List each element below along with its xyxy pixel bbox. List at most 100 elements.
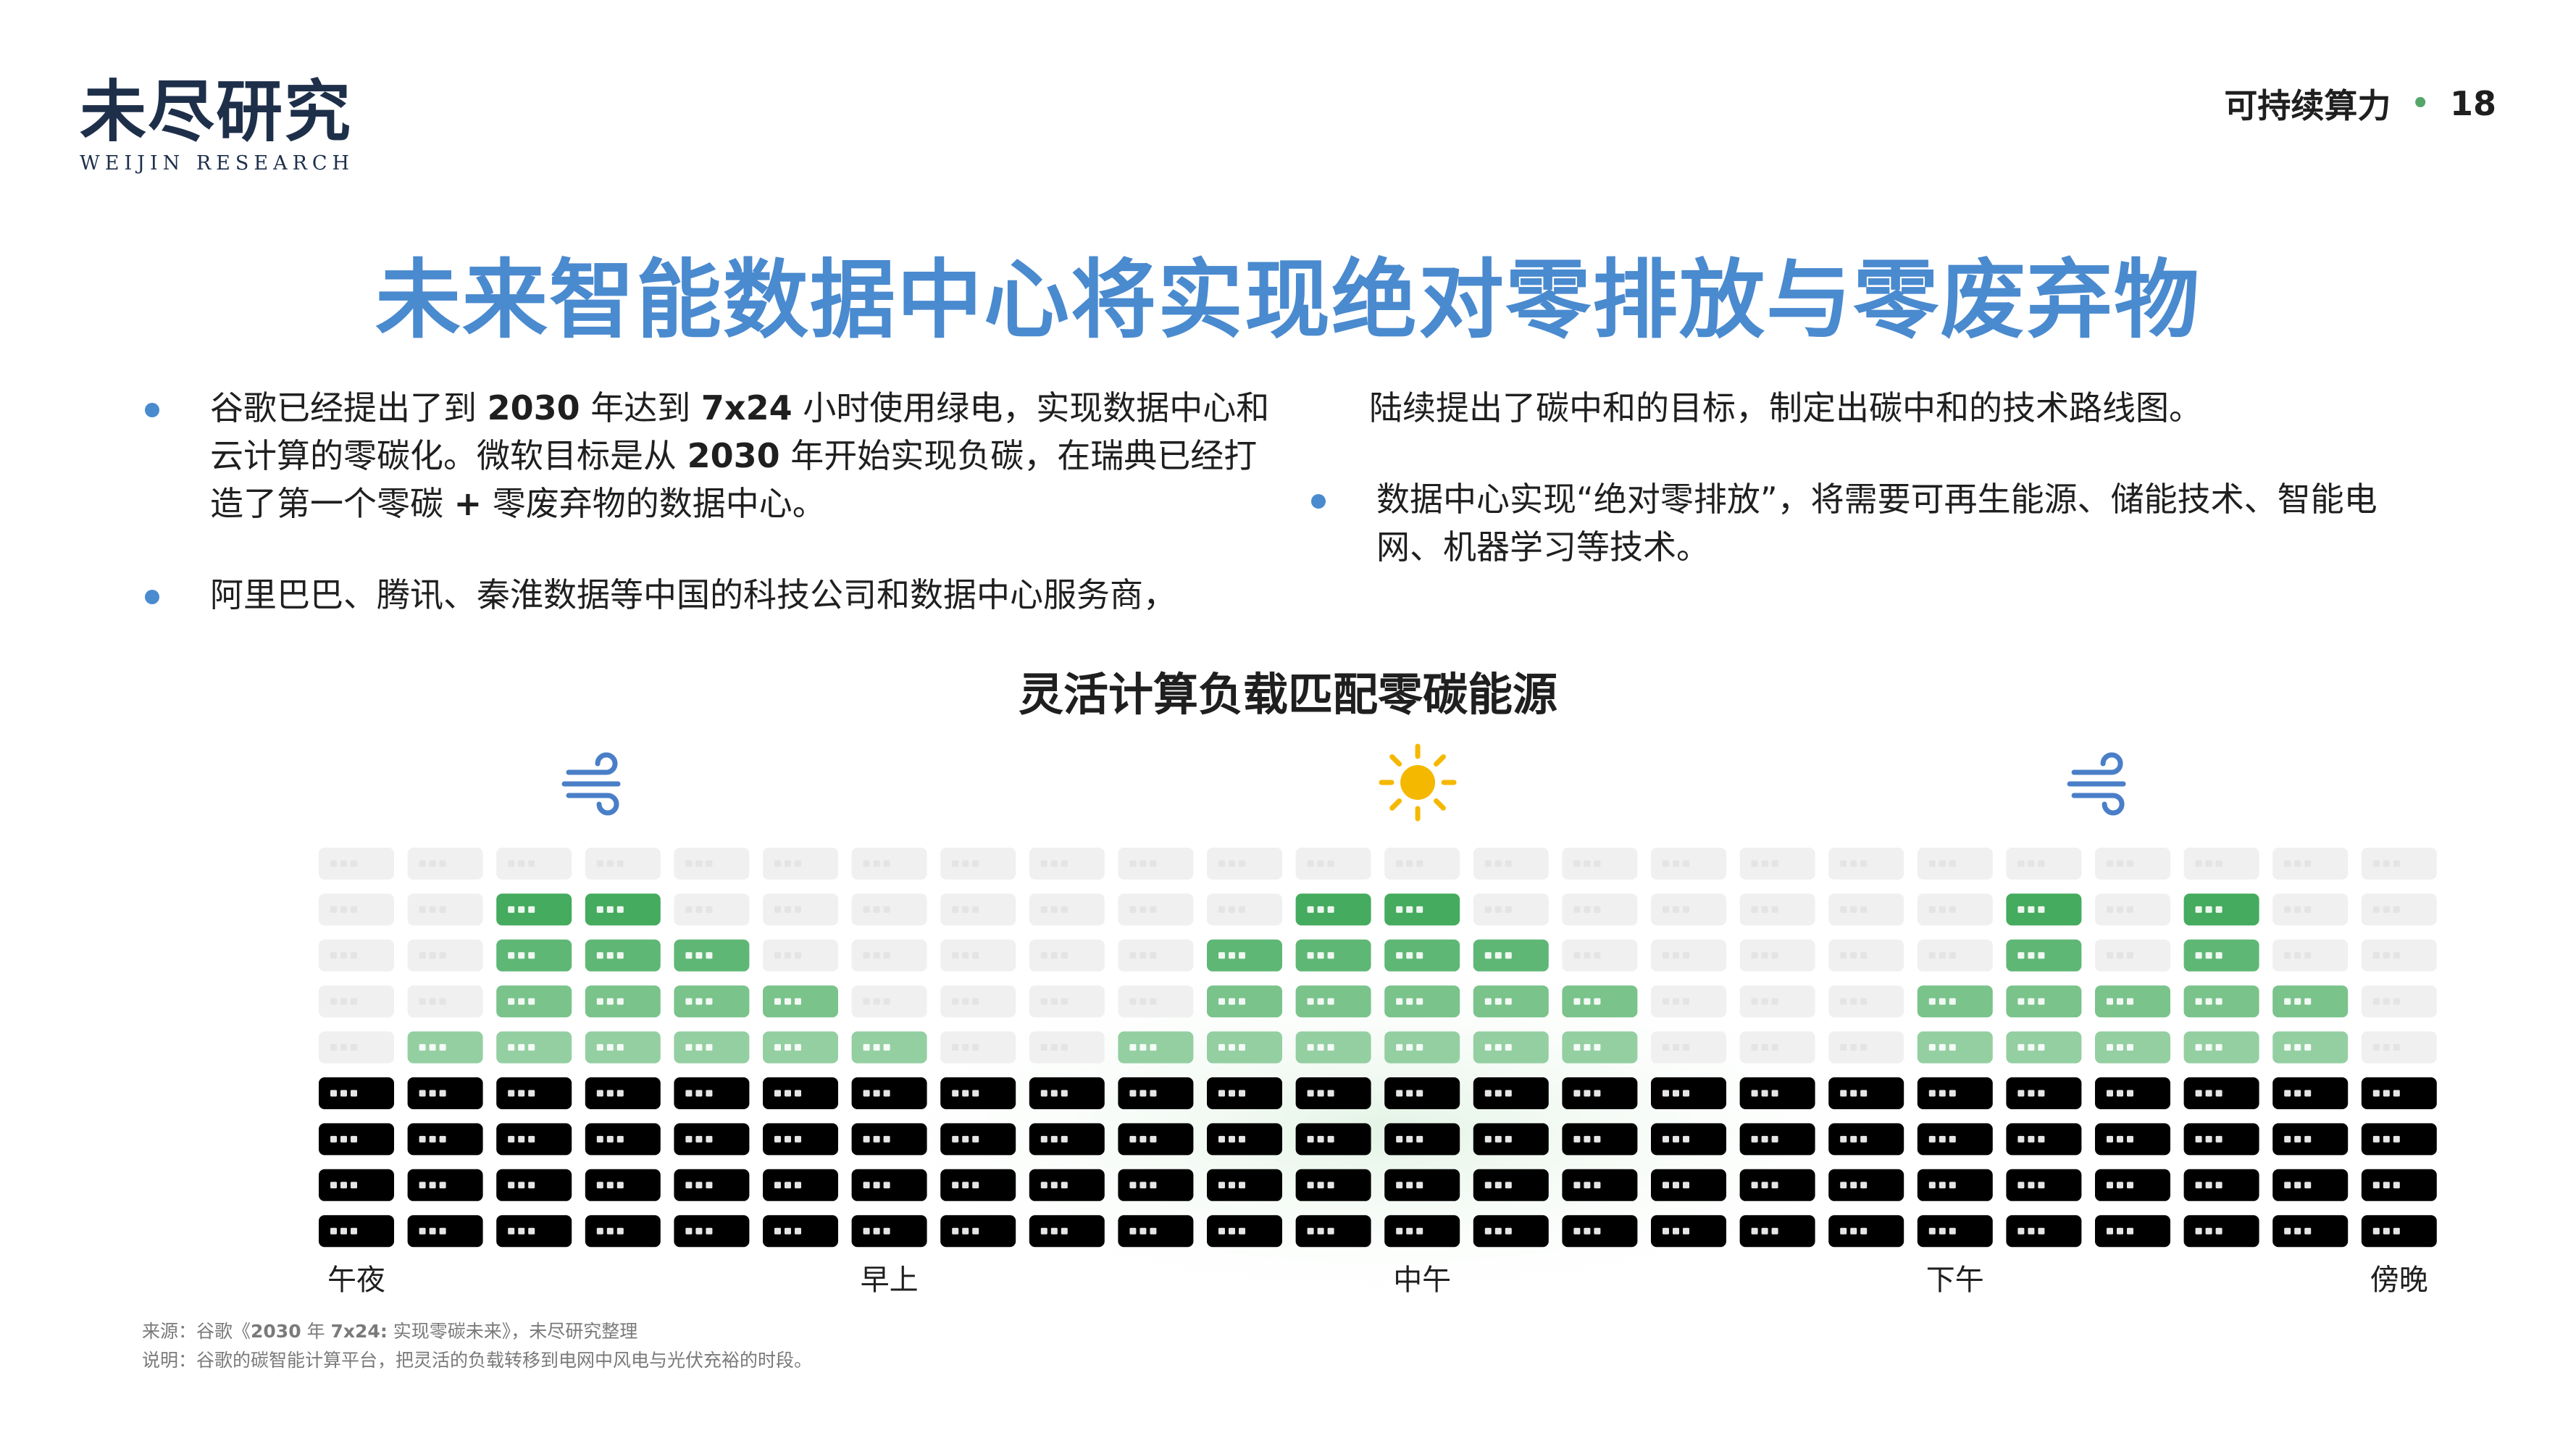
cell-dot bbox=[1040, 1044, 1047, 1051]
cell-dot bbox=[508, 952, 515, 959]
cell-dot bbox=[685, 860, 693, 867]
cell-dot bbox=[1771, 1090, 1778, 1097]
cell-dot bbox=[518, 906, 525, 913]
cell-dot bbox=[695, 1090, 703, 1097]
cell-dot bbox=[1594, 1135, 1601, 1143]
cell-dot bbox=[1150, 1044, 1157, 1051]
cell-dot bbox=[1129, 952, 1137, 959]
cell-dot bbox=[508, 998, 515, 1005]
cell-dot bbox=[1771, 1044, 1778, 1051]
cell-dot bbox=[1673, 952, 1679, 959]
cell-dot bbox=[1673, 1044, 1679, 1051]
cell-dot bbox=[883, 1135, 890, 1143]
cell-dot bbox=[863, 1227, 870, 1235]
cell-dot bbox=[883, 952, 890, 959]
cell-dot bbox=[2107, 906, 2113, 913]
cell-dot bbox=[1761, 1090, 1768, 1097]
logo-cn: 未尽研究 bbox=[80, 72, 353, 151]
cell-dot bbox=[439, 906, 446, 913]
cell-dot bbox=[2215, 998, 2222, 1005]
cell-dot bbox=[1939, 1090, 1946, 1097]
cell-dot bbox=[2294, 998, 2301, 1005]
cell-dot bbox=[1584, 952, 1591, 959]
cell-dot bbox=[439, 952, 446, 959]
cell-dot bbox=[1860, 1135, 1868, 1143]
cell-dot bbox=[518, 1135, 525, 1143]
cell-dot bbox=[429, 1090, 436, 1097]
cell-dot bbox=[2294, 1182, 2301, 1189]
cell-dot bbox=[596, 1135, 603, 1143]
cell-dot bbox=[972, 906, 979, 913]
cell-dot bbox=[1129, 860, 1137, 867]
cell-dot bbox=[785, 952, 791, 959]
cell-dot bbox=[883, 1090, 890, 1097]
cell-dot bbox=[2393, 906, 2400, 913]
cell-dot bbox=[2107, 860, 2113, 867]
cell-dot bbox=[1307, 1227, 1314, 1235]
cell-dot bbox=[785, 1227, 791, 1235]
cell-dot bbox=[1663, 1044, 1669, 1051]
cell-dot bbox=[1327, 1182, 1334, 1189]
cell-dot bbox=[1406, 860, 1413, 867]
cell-dot bbox=[774, 1227, 781, 1235]
cell-dot bbox=[1949, 1182, 1956, 1189]
cell-dot bbox=[2205, 998, 2212, 1005]
cell-dot bbox=[1840, 860, 1847, 867]
cell-dot bbox=[883, 1227, 890, 1235]
cell-dot bbox=[1939, 952, 1946, 959]
cell-dot bbox=[706, 1182, 713, 1189]
cell-dot bbox=[1307, 1135, 1314, 1143]
cell-dot bbox=[1061, 1044, 1068, 1051]
cell-dot bbox=[518, 1227, 525, 1235]
cell-dot bbox=[706, 1135, 713, 1143]
cell-dot bbox=[1484, 1182, 1492, 1189]
page-marker: 可持续算力 • 18 bbox=[2224, 80, 2496, 128]
cell-dot bbox=[419, 952, 426, 959]
cell-dot bbox=[2017, 906, 2025, 913]
cell-dot bbox=[2017, 1182, 2025, 1189]
cell-dot bbox=[1860, 860, 1868, 867]
cell-dot bbox=[1494, 998, 1502, 1005]
cell-dot bbox=[1129, 1227, 1137, 1235]
cell-dot bbox=[1396, 1044, 1403, 1051]
cell-dot bbox=[1494, 1227, 1502, 1235]
cell-dot bbox=[863, 952, 870, 959]
cell-dot bbox=[596, 1227, 603, 1235]
cell-dot bbox=[1150, 952, 1157, 959]
separator-dot-icon: • bbox=[2411, 87, 2430, 120]
cell-dot bbox=[952, 998, 959, 1005]
cell-dot bbox=[330, 1135, 337, 1143]
cell-dot bbox=[528, 998, 535, 1005]
cell-dot bbox=[1573, 1182, 1581, 1189]
cell-dot bbox=[2372, 1044, 2380, 1051]
cell-dot bbox=[2117, 998, 2123, 1005]
cell-dot bbox=[419, 860, 426, 867]
cell-dot bbox=[2017, 1044, 2025, 1051]
cell-dot bbox=[1150, 1227, 1157, 1235]
cell-dot bbox=[2304, 1227, 2312, 1235]
cell-dot bbox=[518, 998, 525, 1005]
cell-dot bbox=[616, 952, 624, 959]
cell-dot bbox=[1761, 952, 1768, 959]
cell-dot bbox=[429, 860, 436, 867]
cell-dot bbox=[1218, 860, 1225, 867]
cell-dot bbox=[785, 1135, 791, 1143]
cell-dot bbox=[2393, 1090, 2400, 1097]
cell-dot bbox=[1129, 1135, 1137, 1143]
cell-dot bbox=[1584, 1182, 1591, 1189]
cell-dot bbox=[695, 998, 703, 1005]
cell-dot bbox=[2195, 1227, 2202, 1235]
cell-dot bbox=[1327, 906, 1334, 913]
cell-dot bbox=[1663, 860, 1669, 867]
cell-dot bbox=[1150, 1135, 1157, 1143]
cell-dot bbox=[1949, 1135, 1956, 1143]
cell-dot bbox=[1229, 1090, 1235, 1097]
cell-dot bbox=[2383, 860, 2390, 867]
cell-dot bbox=[2393, 1182, 2400, 1189]
cell-dot bbox=[1050, 1090, 1058, 1097]
cell-dot bbox=[1050, 906, 1058, 913]
cell-dot bbox=[1594, 952, 1601, 959]
cell-dot bbox=[1840, 1182, 1847, 1189]
x-tick-label: 中午 bbox=[1393, 1264, 1451, 1297]
cell-dot bbox=[2284, 860, 2291, 867]
